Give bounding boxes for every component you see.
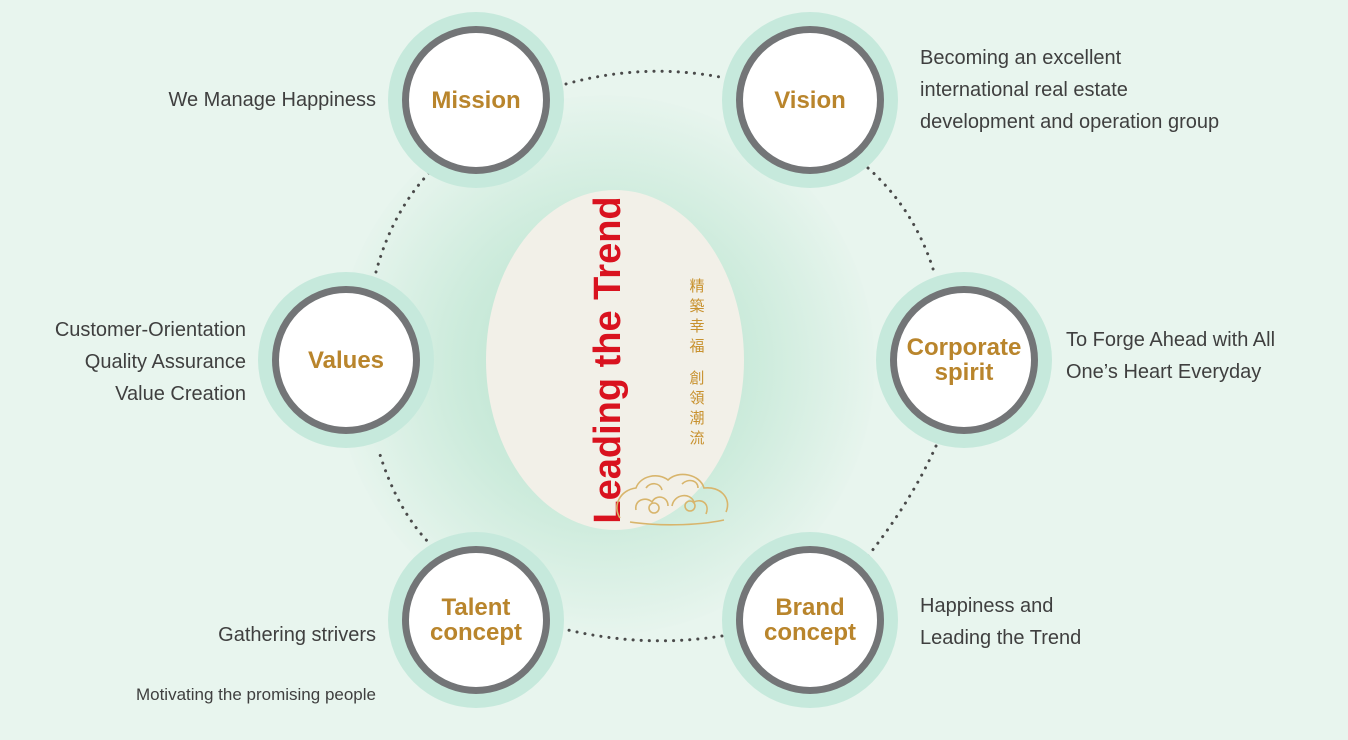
talent-concept-description: Gathering strivers Motivating the promis…: [136, 590, 376, 740]
vision-label: Vision: [774, 86, 846, 114]
dotted-connector-ring: [374, 69, 938, 643]
center-emblem: [486, 190, 744, 530]
talent-concept-node: Talent concept: [388, 532, 564, 708]
talent-concept-label: Talent concept: [429, 594, 522, 646]
chinese-slogan-column-1: 精築幸福: [689, 277, 705, 355]
connector-vision-corporate: [866, 166, 936, 274]
corporate-culture-diagram: Leading the Trend 精築幸福 創領潮流 Mission We M…: [54, 12, 1276, 708]
connector-talent-values: [376, 446, 434, 548]
connector-mission-vision: [564, 69, 727, 86]
brand-concept-description: Happiness and Leading the Trend: [920, 595, 1082, 649]
values-node: Values: [258, 272, 434, 448]
connector-brand-talent: [566, 628, 724, 643]
mission-label: Mission: [431, 86, 521, 114]
values-label: Values: [307, 346, 385, 374]
connector-corporate-brand: [866, 444, 938, 558]
mission-node: Mission: [388, 12, 564, 188]
vision-description: Becoming an excellent international real…: [920, 47, 1220, 133]
brand-concept-node: Brand concept: [722, 532, 898, 708]
corporate-spirit-node: Corporate spirit: [876, 272, 1052, 448]
talent-description-line-2: Motivating the promising people: [135, 685, 376, 704]
chinese-slogan-column-2: 創領潮流: [689, 369, 705, 447]
mission-description: We Manage Happiness: [168, 89, 376, 111]
auspicious-cloud-icon: [616, 473, 729, 526]
connector-values-mission: [374, 170, 432, 274]
vision-node: Vision: [722, 12, 898, 188]
talent-description-line-1: Gathering strivers: [218, 624, 376, 646]
values-description: Customer-Orientation Quality Assurance V…: [54, 319, 246, 405]
corporate-spirit-label: Corporate spirit: [906, 334, 1022, 386]
brand-concept-label: Brand concept: [763, 594, 856, 646]
corporate-spirit-description: To Forge Ahead with All One’s Heart Ever…: [1066, 329, 1276, 383]
